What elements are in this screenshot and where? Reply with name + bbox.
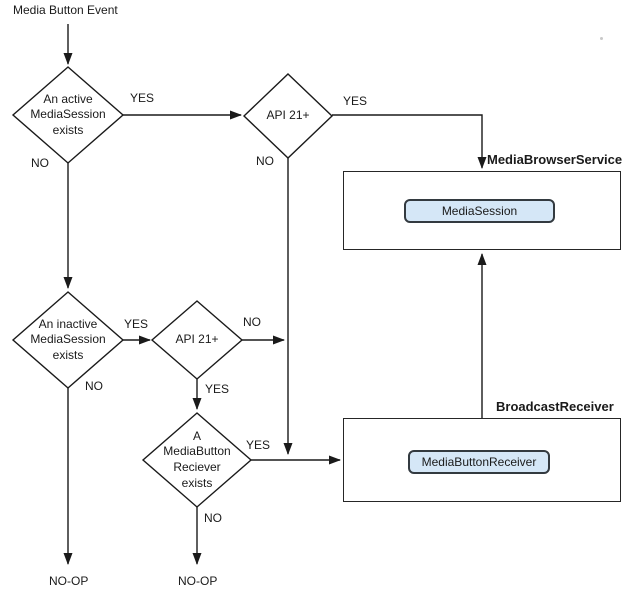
no-op-left-label: NO-OP: [49, 574, 89, 588]
branch-api21-top-no-label: NO: [256, 154, 274, 168]
start-label: Media Button Event: [13, 3, 118, 17]
decision-active-mediasession-label: An active MediaSession exists: [30, 91, 106, 137]
stray-dot: [600, 37, 603, 40]
decision-active-mediasession-diamond: [11, 66, 125, 164]
media-browser-service-title: MediaBrowserService: [487, 152, 623, 167]
branch-api21-mid-yes-label: YES: [205, 382, 230, 396]
branch-active-yes-label: YES: [130, 91, 155, 105]
branch-inactive-no-label: NO: [85, 379, 103, 393]
decision-mediabutton-receiver-diamond: [141, 412, 253, 508]
decision-api21-mid-diamond: [150, 300, 244, 380]
mediasession-component: MediaSession: [404, 199, 555, 223]
branch-api21-top-yes-label: YES: [343, 94, 368, 108]
branch-api21-mid-no-label: NO: [243, 315, 261, 329]
decision-inactive-mediasession-label: An inactive MediaSession exists: [30, 316, 106, 362]
decision-api21-top-label: API 21+: [266, 108, 310, 123]
mediabuttonreceiver-component: MediaButtonReceiver: [408, 450, 550, 474]
broadcast-receiver-title: BroadcastReceiver: [496, 399, 614, 414]
branch-active-no-label: NO: [31, 156, 49, 170]
decision-api21-top-diamond: [242, 73, 334, 159]
no-op-right-label: NO-OP: [178, 574, 218, 588]
decision-api21-mid-label: API 21+: [175, 332, 219, 347]
branch-buttonreceiver-yes-label: YES: [246, 438, 271, 452]
decision-mediabutton-receiver-label: A MediaButton Reciever exists: [163, 428, 231, 490]
decision-inactive-mediasession-diamond: [11, 291, 125, 389]
branch-buttonreceiver-no-label: NO: [204, 511, 222, 525]
branch-inactive-yes-label: YES: [124, 317, 149, 331]
arrow-api21-top-yes-to-mediabrowserservice: [332, 114, 487, 169]
